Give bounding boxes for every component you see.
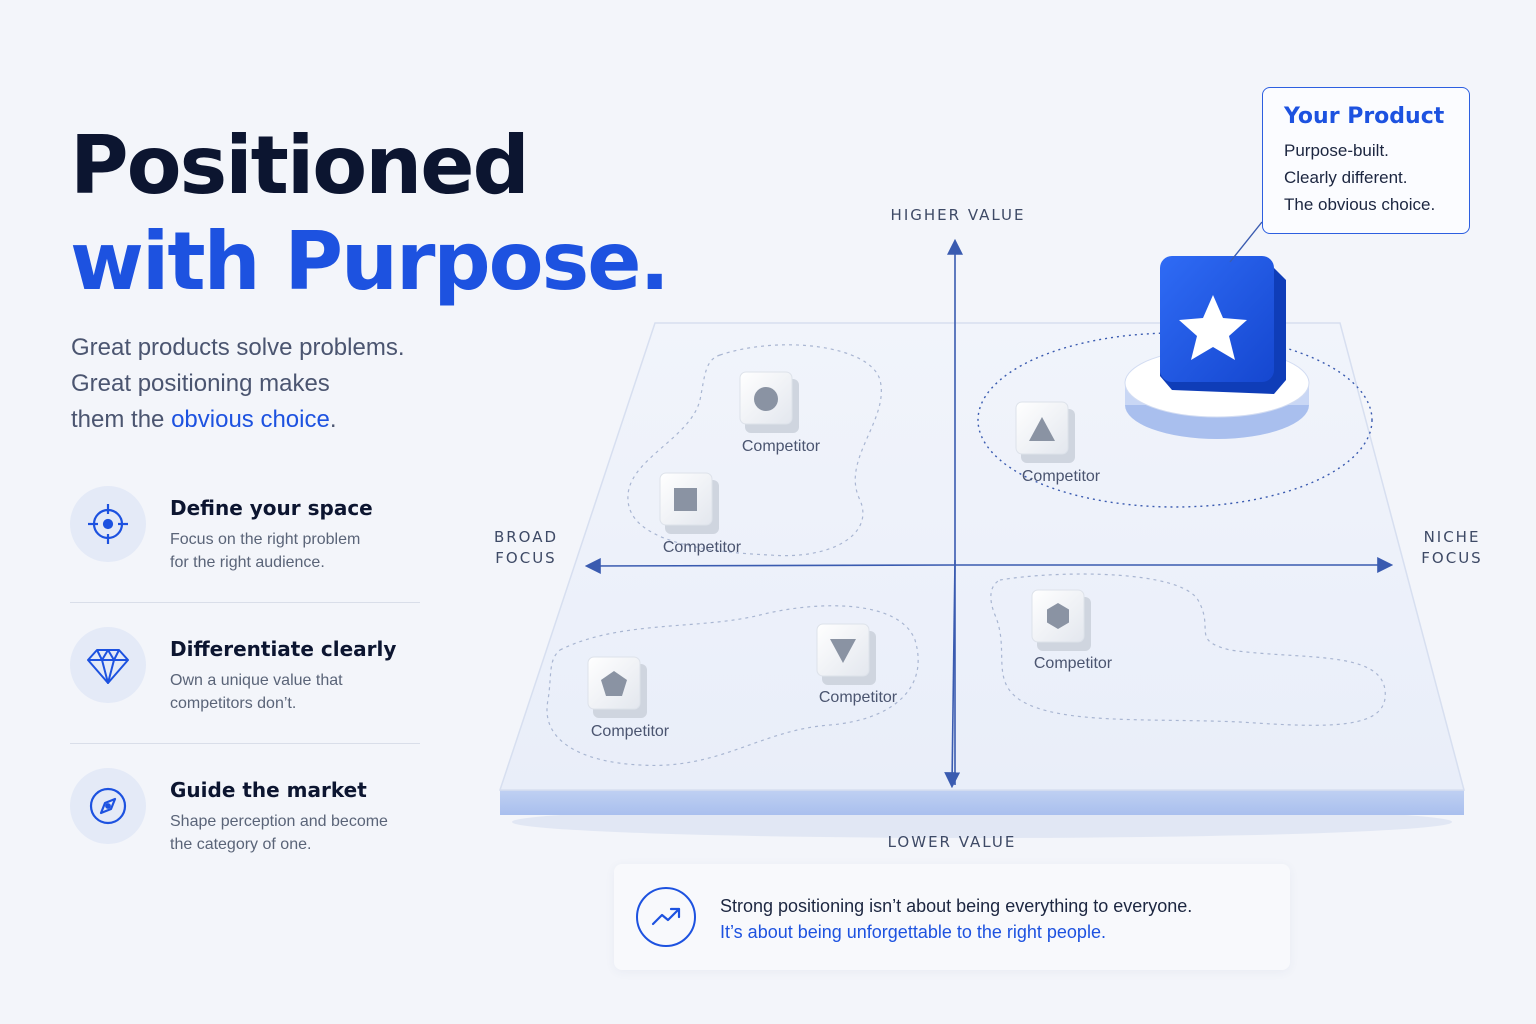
feature-list: Define your space Focus on the right pro… — [70, 480, 420, 884]
board-edge — [500, 790, 1464, 815]
competitor-label: Competitor — [742, 438, 821, 455]
insight-banner: Strong positioning isn’t about being eve… — [614, 864, 1290, 970]
axis-label-left: BROAD FOCUS — [488, 527, 564, 569]
star-icon — [1179, 295, 1247, 360]
your-product-marker — [1124, 256, 1310, 439]
feature-title: Guide the market — [170, 778, 367, 802]
feature-differentiate: Differentiate clearly Own a unique value… — [70, 602, 420, 743]
axis-label-bottom: LOWER VALUE — [887, 833, 1017, 851]
pentagon-icon — [601, 671, 627, 696]
subtitle-line-2: Great positioning makes — [71, 370, 330, 397]
cluster-region-broad-high — [627, 344, 882, 557]
axis-label-top: HIGHER VALUE — [890, 206, 1026, 224]
competitor-label: Competitor — [591, 723, 670, 740]
crosshair-icon — [70, 486, 146, 562]
competitor-label: Competitor — [819, 689, 898, 706]
competitor-tile-triangle: Competitor — [1015, 401, 1101, 485]
square-icon — [674, 488, 697, 511]
competitor-tile-square: Competitor — [659, 472, 742, 556]
subtitle-line-1: Great products solve problems. — [71, 334, 405, 361]
trending-up-icon — [636, 887, 696, 947]
competitor-tile-circle: Competitor — [739, 371, 821, 455]
feature-title: Differentiate clearly — [170, 637, 397, 661]
callout-title: Your Product — [1284, 104, 1445, 129]
callout-line: The obvious choice. — [1284, 195, 1436, 214]
subtitle: Great products solve problems. Great pos… — [71, 330, 404, 438]
headline-line-1: Positioned — [70, 119, 530, 212]
competitor-label: Competitor — [1022, 468, 1101, 485]
triangle-icon — [1029, 417, 1055, 441]
callout-connector — [1229, 221, 1263, 263]
cluster-region-niche-low — [990, 573, 1386, 726]
feature-desc-line: the category of one. — [170, 836, 312, 853]
horizontal-axis-left — [584, 557, 956, 574]
feature-desc-line: Focus on the right problem — [170, 531, 361, 548]
feature-desc-line: Shape perception and become — [170, 813, 388, 830]
vertical-axis-down — [944, 559, 961, 789]
feature-guide-market: Guide the market Shape perception and be… — [70, 743, 420, 884]
competitor-tile-hexagon: Competitor — [1031, 589, 1113, 672]
board-surface — [498, 322, 1465, 791]
competitor-tile-down-triangle: Competitor — [816, 623, 898, 706]
axis-label-left-line: FOCUS — [495, 549, 557, 567]
circle-icon — [754, 387, 778, 411]
diamond-icon — [70, 627, 146, 703]
feature-description: Own a unique value that competitors don’… — [170, 669, 420, 715]
subtitle-line-3-prefix: them the — [71, 406, 172, 433]
feature-define-space: Define your space Focus on the right pro… — [70, 480, 420, 602]
feature-desc-line: for the right audience. — [170, 554, 325, 571]
hexagon-icon — [1047, 603, 1069, 629]
competitor-label: Competitor — [663, 539, 742, 556]
banner-line-1: Strong positioning isn’t about being eve… — [720, 896, 1193, 916]
subtitle-line-3: them the obvious choice. — [71, 402, 404, 438]
callout-line: Clearly different. — [1284, 168, 1408, 187]
cluster-region-broad-low — [546, 605, 919, 767]
feature-desc-line: competitors don’t. — [170, 695, 297, 712]
callout-line: Purpose-built. — [1284, 141, 1389, 160]
feature-desc-line: Own a unique value that — [170, 672, 343, 689]
headline-line-2: with Purpose. — [70, 215, 670, 308]
axis-label-right-line: FOCUS — [1421, 549, 1483, 567]
axis-label-right: NICHE FOCUS — [1414, 527, 1490, 569]
your-product-callout: Your Product Purpose-built. Clearly diff… — [1262, 87, 1470, 234]
feature-description: Focus on the right problem for the right… — [170, 528, 420, 574]
axis-label-left-line: BROAD — [493, 528, 559, 546]
down-triangle-icon — [830, 639, 856, 663]
competitor-tile-pentagon: Competitor — [587, 656, 670, 740]
compass-icon — [70, 768, 146, 844]
competitor-label: Competitor — [1034, 655, 1113, 672]
feature-title: Define your space — [170, 496, 373, 520]
banner-line-2: It’s about being unforgettable to the ri… — [720, 922, 1106, 942]
product-region — [977, 332, 1373, 508]
subtitle-line-3-suffix: . — [329, 406, 337, 433]
feature-description: Shape perception and become the category… — [170, 810, 420, 856]
subtitle-accent: obvious choice — [171, 406, 330, 433]
axis-label-right-line: NICHE — [1423, 528, 1481, 546]
headline: Positioned with Purpose. — [70, 118, 670, 310]
